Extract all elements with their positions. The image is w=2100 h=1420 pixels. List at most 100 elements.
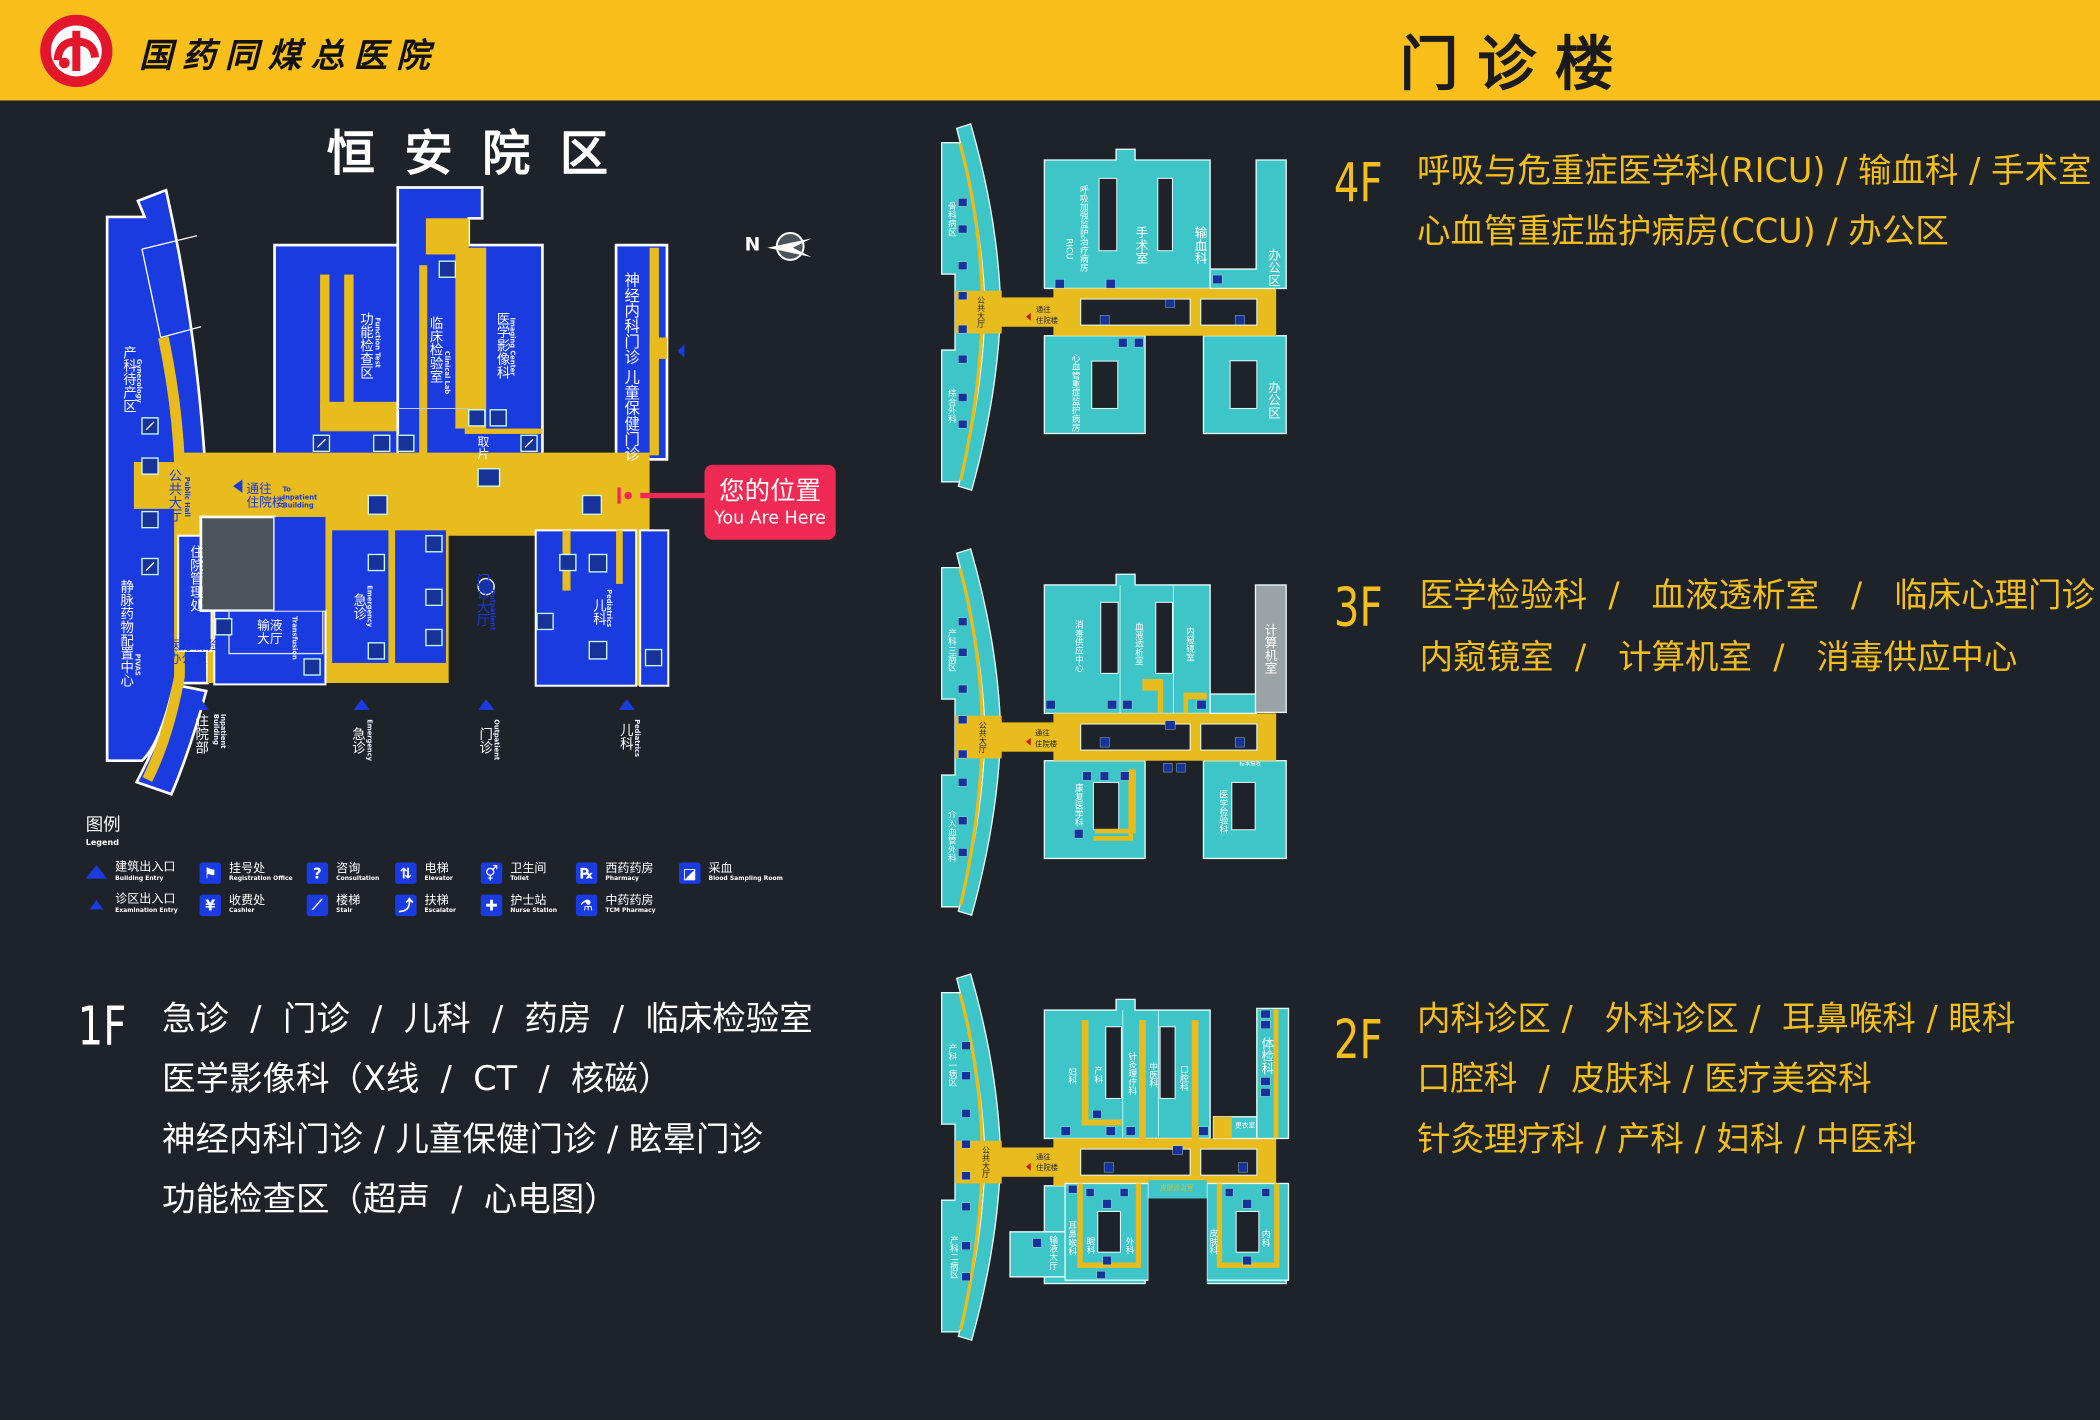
elevator-icon	[367, 494, 388, 515]
legend-title: 图例	[85, 815, 121, 836]
clinical-lab-label: 临床检验室	[426, 316, 442, 384]
to-inpatient-line-2: 住院楼	[246, 496, 285, 511]
public-hall-label-en: Public Hall	[182, 476, 191, 517]
escalator-icon	[477, 468, 501, 487]
function-test-label-en: Function Test	[372, 317, 381, 368]
tcm-pharmacy-icon: ⚗	[575, 894, 598, 917]
dermatology-label: 皮肤科	[1208, 1227, 1218, 1255]
compass-north-label: N	[744, 234, 761, 256]
general-surgery-label: 综合外科	[946, 387, 956, 424]
building-entry-icon	[85, 865, 108, 880]
office-label-1: 办公区	[1266, 248, 1281, 286]
checkup-label: 体检科	[1259, 1037, 1274, 1075]
pharmacy-icon	[536, 612, 554, 631]
to-inpatient-line-2: 住院楼	[1036, 1163, 1059, 1172]
film-pickup-label: 取片	[474, 435, 489, 460]
pivas-label: 静脉药物配置中心	[117, 579, 132, 688]
legend-label: 中药药房	[605, 894, 654, 908]
to-inpatient-en-3: Building	[282, 502, 314, 511]
stair-icon	[367, 553, 386, 572]
entrance-outpatient-label-en: Outpatient	[491, 719, 500, 761]
to-inpatient-label: 通往 住院楼	[246, 483, 284, 511]
to-inpatient-line-1: 通往	[1036, 305, 1051, 314]
stair-icon	[367, 642, 386, 660]
pediatrics-label: 儿科	[589, 598, 605, 626]
building-entry-marker	[618, 699, 635, 710]
to-inpatient-en-1: To	[282, 486, 291, 495]
toilet-icon: ⚥	[480, 862, 503, 884]
to-inpatient-label-en: To Inpatient Building	[283, 486, 318, 510]
floor-2-label: 2F	[1333, 1009, 1383, 1072]
elevator-icon	[581, 494, 603, 515]
courtyard	[199, 515, 276, 613]
campus-title: 恒安院区	[326, 127, 638, 183]
floor-3-label: 3F	[1333, 577, 1383, 639]
pediatrics-label-en: Pediatrics	[604, 589, 613, 628]
derm-treatment-label: 皮肤诊治室	[1160, 1183, 1194, 1192]
to-inpatient-line-1: 通往	[246, 482, 272, 497]
transfusion-line-1: 输液	[257, 618, 283, 634]
legend-label-en: Cashier	[229, 908, 255, 916]
header-bar: 国药同煤总医院 门诊楼	[0, 0, 2100, 101]
emergency-label-en: Emergency	[364, 585, 373, 628]
examination-entry-icon	[89, 899, 104, 910]
computer-room-label: 计算机室	[1263, 623, 1278, 674]
to-inpatient-en-2: Inpatient	[282, 494, 318, 503]
legend-label-en: Toilet	[510, 876, 529, 884]
changing-room-label: 更衣室	[1235, 1120, 1255, 1129]
floor-1-line-4: 功能检查区（超声 / 心电图）	[162, 1179, 618, 1219]
entrance-emergency-label-en: Emergency	[364, 719, 373, 762]
legend-label-en: TCM Pharmacy	[605, 908, 656, 916]
function-test-label: 功能检查区	[356, 312, 372, 380]
building-entry-marker	[192, 699, 209, 710]
registration-icon: ⚑	[199, 862, 221, 884]
floor-4-line-1: 呼吸与危重症医学科(RICU) / 输血科 / 手术室	[1416, 151, 2092, 191]
legend-label: 楼梯	[336, 894, 361, 908]
cashier-icon	[425, 588, 443, 607]
blood-sampling-icon: ◪	[679, 862, 701, 884]
pharmacy-icon: ℞	[575, 862, 598, 884]
legend-label: 西药药房	[605, 861, 654, 876]
vascular-surgery-label: 介入血管外科	[946, 810, 956, 863]
specimen-label: 标本接收	[1239, 760, 1261, 768]
you-are-here-zh: 您的位置	[719, 476, 821, 507]
escalator-icon: ⤴	[395, 894, 417, 917]
entrance-pediatrics-label: 儿科	[616, 723, 632, 751]
insurance-line-1: 医疗保险	[168, 638, 220, 654]
tcm-label: 中医科	[1148, 1060, 1158, 1088]
entrance-inpatient-label-en: Inpatient Building	[211, 713, 227, 749]
stair-icon	[588, 640, 608, 660]
stair-icon	[141, 417, 159, 435]
blood-transfusion-label: 输血科	[1193, 225, 1208, 264]
stair-icon: ⟋	[306, 894, 329, 917]
neuro-child-label: 神经内科门诊 儿童保健门诊	[622, 271, 642, 462]
toilet-icon	[559, 553, 577, 572]
ricu-label: 呼吸加强监护治疗病房	[1078, 185, 1088, 273]
emergency-label: 急诊	[350, 593, 365, 621]
consultation-icon	[477, 577, 495, 596]
transfusion-label: 输液 大厅	[257, 618, 283, 648]
insurance-office-label: 医疗保险 办公室	[168, 638, 220, 668]
eye-label: 眼科	[1085, 1236, 1095, 1255]
legend-label: 挂号处	[229, 861, 266, 876]
operating-room-label: 手术室	[1134, 226, 1149, 264]
obstetrics-ward-3-label: 产科三病区	[946, 627, 956, 672]
hospital-logo	[40, 14, 113, 88]
legend-label: 诊区出入口	[115, 893, 176, 907]
building-entry-marker	[353, 699, 370, 710]
stair-icon	[214, 618, 233, 636]
inpatient-admin-label: 住院管理处	[186, 545, 202, 613]
transfusion-line-2: 大厅	[257, 632, 283, 648]
legend-label: 咨询	[336, 861, 361, 876]
public-hall-label: 公共大厅	[165, 468, 181, 523]
